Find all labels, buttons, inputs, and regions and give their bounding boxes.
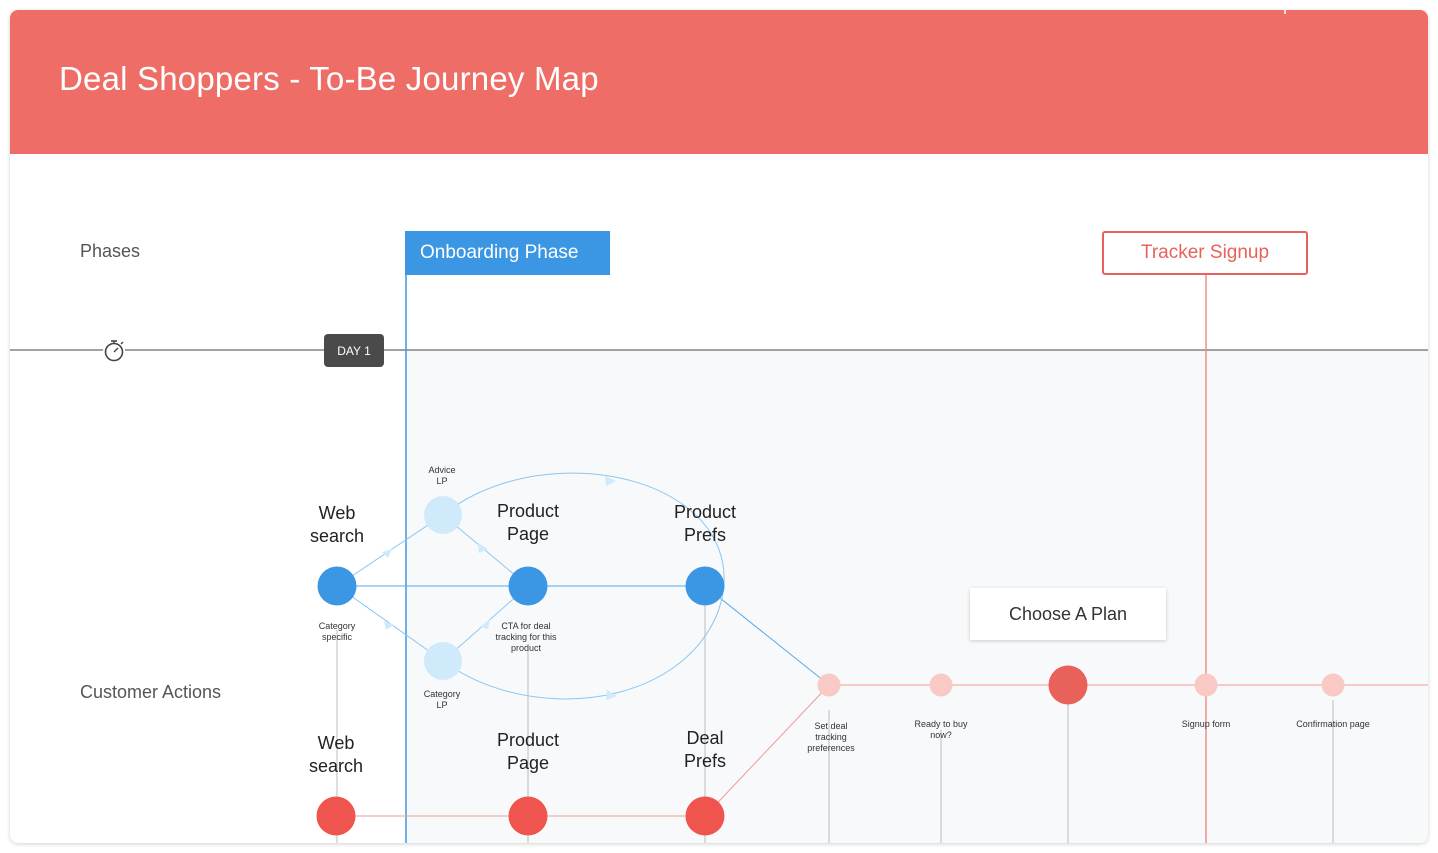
note-cta-deal-tracking: CTA for deal tracking for this product [495,621,557,653]
note-advice-lp: Advice LP [428,465,456,486]
label-web-search-blue: Web search [309,503,365,546]
node-web-search-red[interactable] [316,796,356,836]
page-title: Deal Shoppers - To-Be Journey Map [59,60,599,97]
node-confirmation-page[interactable] [1321,673,1345,697]
lane-label-customer-actions: Customer Actions [80,682,222,702]
label-deal-prefs: Deal Prefs [683,728,726,771]
phase-area-bg [406,350,1428,843]
node-web-search-blue[interactable] [317,566,357,606]
node-set-deal-tracking[interactable] [817,673,841,697]
label-web-search-red: Web search [308,733,364,776]
label-product-prefs: Product Prefs [673,502,737,545]
note-category-specific: Category specific [318,621,356,642]
note-set-deal-tracking: Set deal tracking preferences [807,721,855,753]
node-product-prefs[interactable] [685,566,725,606]
node-advice-lp[interactable] [424,496,462,534]
day-badge: DAY 1 [324,334,384,367]
header-tick-mark [1284,10,1286,14]
label-product-page-blue: Product Page [496,501,560,544]
node-product-page-blue[interactable] [508,566,548,606]
node-ready-to-buy[interactable] [929,673,953,697]
phase-tracker-signup[interactable]: Tracker Signup [1102,231,1308,275]
journey-map-card: Deal Shoppers - To-Be Journey Map [10,10,1428,843]
node-product-page-red[interactable] [508,796,548,836]
lane-label-phases: Phases [80,241,141,261]
note-ready-to-buy: Ready to buy now? [914,719,968,740]
header-banner: Deal Shoppers - To-Be Journey Map [10,10,1428,154]
phase-onboarding[interactable]: Onboarding Phase [405,231,610,275]
note-signup-form: Signup form [1181,719,1231,729]
node-deal-prefs[interactable] [685,796,725,836]
journey-diagram [10,231,1428,843]
note-confirmation-page: Confirmation page [1296,719,1370,729]
node-choose-plan[interactable] [1048,665,1088,705]
choose-plan-box[interactable]: Choose A Plan [970,588,1166,640]
stopwatch-icon [103,340,125,362]
arrowheads [382,476,617,700]
label-product-page-red: Product Page [496,730,560,773]
node-signup-form[interactable] [1194,673,1218,697]
node-category-lp[interactable] [424,642,462,680]
note-category-lp: Category LP [423,689,461,710]
